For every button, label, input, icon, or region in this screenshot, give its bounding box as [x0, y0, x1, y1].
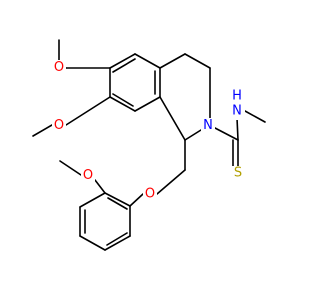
bond-ring-c-inner [107, 197, 128, 210]
atom-n-ring: N [201, 118, 215, 133]
bond-ring-c [79, 235, 106, 251]
bond-ring-a [109, 96, 136, 112]
bond-ring-b [184, 129, 202, 141]
bond-ring-b [159, 96, 186, 141]
bond-aryl-methyl [59, 160, 82, 176]
atom-o-methoxy-7: O [52, 118, 66, 133]
atom-label-h-amide: H [232, 89, 242, 104]
atom-label-n-ring: N [203, 118, 213, 133]
bond-ch2-o [156, 169, 186, 195]
bond-ring-b [159, 53, 186, 69]
bond-ring-a-inner [112, 58, 136, 73]
bond-c-nh [236, 117, 239, 141]
atom-label-layer: O O N N H S O O [52, 60, 245, 202]
atom-o-methoxy-6: O [52, 60, 66, 75]
atom-s-thione: S [231, 166, 245, 181]
bond-ring-c [104, 192, 131, 207]
bond-ring-b [184, 53, 211, 69]
atom-label-s-thione: S [234, 166, 242, 181]
atom-o-ether: O [143, 187, 157, 202]
molecule-structure-diagram: O O N N H S O O [32, 39, 266, 251]
bond-ring-a [134, 53, 161, 69]
bond-o-aryl [129, 193, 144, 207]
bond-ring-c [79, 192, 106, 208]
bond-aryl-methoxy [94, 179, 106, 194]
bond-methyl [32, 124, 53, 137]
atom-label-o-ether: O [145, 187, 155, 202]
bond-layer [32, 39, 266, 251]
atom-label-o-methoxy-7: O [54, 118, 64, 133]
bond-methoxy [65, 96, 111, 126]
bond-n-methyl [244, 110, 266, 123]
bond-c-n [214, 127, 239, 141]
atom-label-o-methoxy-aryl: O [83, 168, 93, 183]
bond-ring-a-inner [112, 93, 134, 107]
atom-n-amide: N H [229, 89, 245, 120]
bond-ring-c-inner [106, 232, 128, 246]
bond-ring-a [134, 96, 161, 112]
bond-ring-c [104, 235, 131, 251]
atom-label-o-methoxy-6: O [54, 60, 64, 75]
bond-ring-a [109, 53, 136, 69]
atom-label-n-amide: N [232, 104, 242, 119]
atom-o-methoxy-aryl: O [81, 168, 95, 183]
